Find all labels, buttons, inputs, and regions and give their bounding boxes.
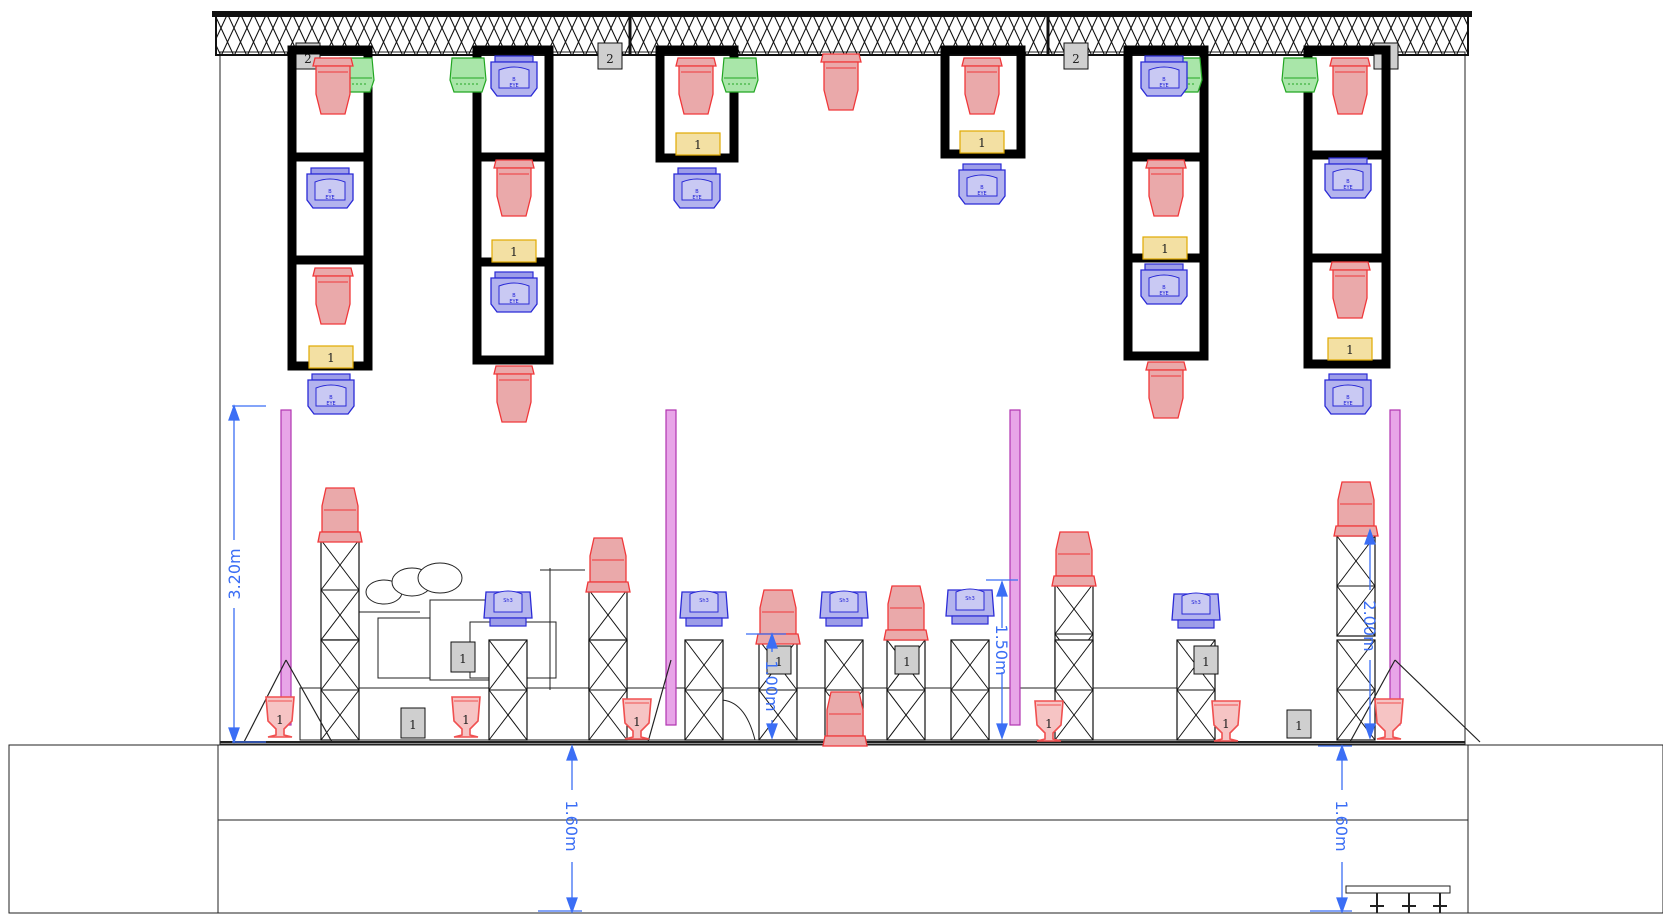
- svg-text:1: 1: [1202, 655, 1210, 669]
- svg-text:1: 1: [1295, 719, 1303, 733]
- svg-text:1: 1: [1045, 717, 1053, 731]
- svg-text:1: 1: [903, 655, 911, 669]
- svg-text:1: 1: [459, 652, 467, 666]
- svg-text:2: 2: [606, 52, 614, 66]
- dim-stage-left: 1.60m: [562, 800, 581, 851]
- svg-text:1: 1: [510, 245, 518, 259]
- svg-text:1: 1: [1346, 343, 1354, 357]
- main-truss: [212, 11, 1472, 56]
- svg-text:2: 2: [304, 52, 312, 66]
- floor-cup-tags: 1 1 1 1 1: [276, 713, 1230, 731]
- svg-text:2: 2: [1072, 52, 1080, 66]
- tower-3b: [588, 639, 628, 741]
- dim-truss-height: 3.20m: [225, 548, 244, 599]
- svg-text:1: 1: [1161, 242, 1169, 256]
- dim-stage-right: 1.60m: [1332, 800, 1351, 851]
- svg-text:1: 1: [409, 718, 417, 732]
- power-boxes: 1 1 1 1 1 1: [400, 641, 1312, 739]
- dim-tower-2m: 2.00m: [1360, 600, 1379, 651]
- blinders: 1 1 1 1 1 1: [308, 130, 1373, 369]
- tower-2: [488, 639, 528, 741]
- dim-riser-1-5m: 1.50m: [992, 624, 1011, 675]
- svg-text:1: 1: [1222, 717, 1230, 731]
- svg-text:1: 1: [978, 136, 986, 150]
- svg-text:1: 1: [775, 655, 783, 669]
- tripod-legs: [243, 659, 1481, 743]
- svg-text:1: 1: [633, 715, 641, 729]
- dimension-labels: 3.20m 1.60m 1.60m 1.00m 1.50m 2.00m: [225, 548, 1379, 851]
- svg-text:1: 1: [694, 138, 702, 152]
- tower-8: [950, 639, 990, 741]
- dimension-lines: [228, 404, 1376, 914]
- svg-text:1: 1: [462, 713, 470, 727]
- tower-1b: [320, 639, 360, 741]
- tower-4: [684, 639, 724, 741]
- tower-1: [320, 539, 360, 641]
- hanging-moving-heads: [312, 53, 1371, 423]
- dim-riser-1m: 1.00m: [762, 660, 781, 711]
- svg-text:1: 1: [327, 351, 335, 365]
- barrier: [1345, 885, 1451, 913]
- svg-text:1: 1: [276, 713, 284, 727]
